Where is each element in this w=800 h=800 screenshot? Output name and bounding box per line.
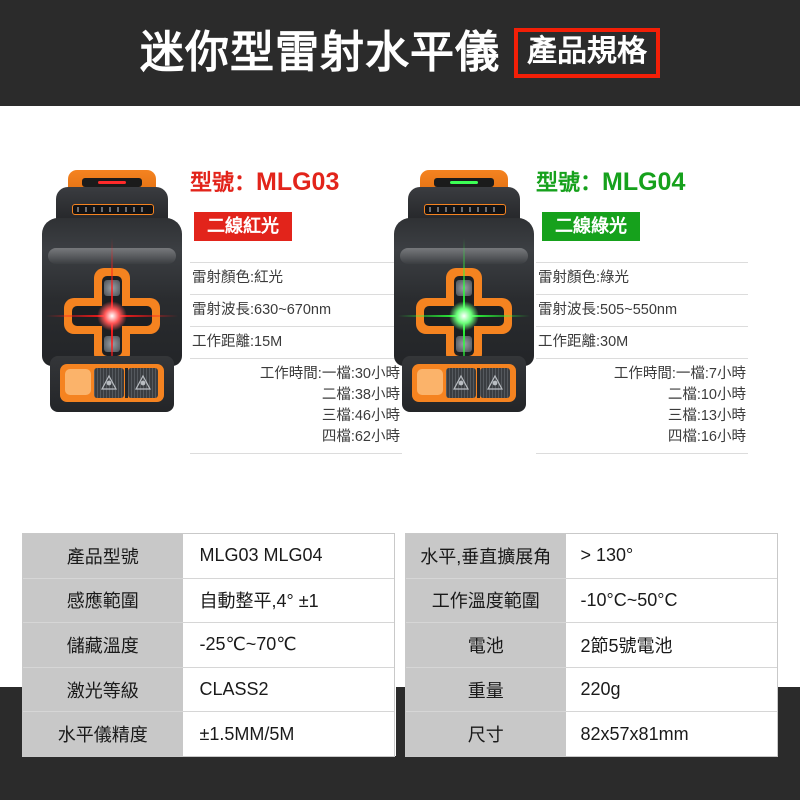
device-cross-aperture (46, 238, 178, 398)
worktime-line-1: 工作時間:一檔:30小時 (259, 366, 400, 383)
spec-table-left: 產品型號 MLG03 MLG04 感應範圍 自動整平,4° ±1 儲藏溫度 -2… (22, 533, 395, 757)
worktime-line-4: 四檔:62小時 (321, 429, 400, 446)
model-title-mlg04: 型號：MLG04 (536, 170, 685, 195)
row-label: 感應範圍 (23, 578, 184, 623)
row-value: -10°C~50°C (580, 589, 678, 610)
row-label: 產品型號 (23, 534, 184, 578)
page-title: 迷你型雷射水平儀 (140, 28, 500, 77)
model-name: MLG04 (602, 168, 686, 196)
device-indicator (417, 369, 443, 395)
device-indicator (65, 369, 91, 395)
device-cross-aperture (398, 238, 530, 398)
table-row: 工作溫度範圍 -10°C~50°C (406, 578, 777, 624)
device-switch-left[interactable] (94, 368, 124, 398)
row-value: CLASS2 (199, 679, 269, 700)
worktime-line-3: 三檔:13小時 (667, 408, 746, 425)
device-switch-left[interactable] (446, 368, 476, 398)
laser-type-badge-mlg04: 二線綠光 (542, 212, 640, 241)
row-value: > 130° (580, 545, 634, 566)
power-mode-icon (134, 374, 152, 390)
table-row: 電池 2節5號電池 (406, 623, 777, 668)
spec-list-mlg03: 雷射顏色:紅光 雷射波長:630~670nm 工作距離:15M 工作時間:一檔:… (190, 262, 402, 455)
row-value: 2節5號電池 (580, 635, 673, 656)
device-base (50, 356, 174, 412)
product-card-mlg04: 型號：MLG04 二線綠光 雷射顏色:綠光 雷射波長:505~550nm 工作距… (394, 148, 800, 478)
laser-mode-icon (100, 374, 118, 390)
row-value: 82x57x81mm (580, 723, 689, 744)
power-mode-icon (486, 374, 504, 390)
spec-laser-color: 雷射顏色:綠光 (536, 262, 748, 294)
device-handle-slot (82, 178, 142, 187)
product-showcase: 型號：MLG03 二線紅光 雷射顏色:紅光 雷射波長:630~670nm 工作距… (0, 148, 800, 478)
row-label: 水平儀精度 (23, 712, 184, 756)
specification-tables: 產品型號 MLG03 MLG04 感應範圍 自動整平,4° ±1 儲藏溫度 -2… (0, 533, 800, 757)
worktime-line-2: 二檔:38小時 (321, 387, 400, 404)
device-body (42, 218, 182, 398)
table-row: 產品型號 MLG03 MLG04 (23, 534, 394, 579)
table-row: 激光等級 CLASS2 (23, 667, 394, 713)
row-value: ±1.5MM/5M (199, 723, 295, 744)
spec-working-distance: 工作距離:15M (190, 326, 402, 358)
worktime-line-2: 二檔:10小時 (667, 387, 746, 404)
row-label: 工作溫度範圍 (406, 578, 567, 623)
device-vent (72, 204, 154, 215)
row-value: 自動整平,4° ±1 (199, 591, 319, 612)
device-body (394, 218, 534, 398)
row-value: 220g (580, 679, 621, 700)
spec-working-time: 工作時間:一檔:30小時 二檔:38小時 三檔:46小時 四檔:62小時 (190, 358, 402, 455)
spec-working-distance: 工作距離:30M (536, 326, 748, 358)
spec-badge: 產品規格 (514, 28, 660, 78)
model-label: 型號： (190, 170, 257, 195)
spec-wavelength: 雷射波長:505~550nm (536, 294, 748, 326)
row-label: 激光等級 (23, 667, 184, 712)
spec-list-mlg04: 雷射顏色:綠光 雷射波長:505~550nm 工作距離:30M 工作時間:一檔:… (536, 262, 748, 455)
laser-beam-core (449, 301, 479, 331)
table-row: 水平,垂直擴展角 > 130° (406, 534, 777, 579)
row-value: MLG03 MLG04 (199, 545, 323, 566)
row-label: 尺寸 (406, 712, 567, 756)
table-gap-notch (396, 687, 405, 756)
table-row: 水平儀精度 ±1.5MM/5M (23, 712, 394, 756)
spec-wavelength: 雷射波長:630~670nm (190, 294, 402, 326)
row-label: 儲藏溫度 (23, 623, 184, 667)
spec-working-time: 工作時間:一檔:7小時 二檔:10小時 三檔:13小時 四檔:16小時 (536, 358, 748, 455)
row-label: 電池 (406, 623, 567, 667)
product-card-mlg03: 型號：MLG03 二線紅光 雷射顏色:紅光 雷射波長:630~670nm 工作距… (0, 148, 402, 478)
table-row: 感應範圍 自動整平,4° ±1 (23, 578, 394, 624)
row-label: 水平,垂直擴展角 (406, 534, 567, 578)
device-base (402, 356, 526, 412)
device-base-pad (412, 364, 516, 402)
row-label: 重量 (406, 667, 567, 712)
worktime-line-1: 工作時間:一檔:7小時 (613, 366, 746, 383)
spec-laser-color: 雷射顏色:紅光 (190, 262, 402, 294)
table-row: 尺寸 82x57x81mm (406, 712, 777, 756)
device-image-mlg04 (388, 170, 540, 432)
row-value: -25℃~70℃ (199, 634, 297, 655)
laser-beam-core (97, 301, 127, 331)
device-switch-right[interactable] (128, 368, 158, 398)
model-title-mlg03: 型號：MLG03 (190, 170, 339, 195)
worktime-line-4: 四檔:16小時 (667, 429, 746, 446)
device-handle-slot (434, 178, 494, 187)
model-label: 型號： (536, 170, 603, 195)
worktime-line-3: 三檔:46小時 (321, 408, 400, 425)
laser-type-badge-mlg03: 二線紅光 (194, 212, 292, 241)
laser-mode-icon (452, 374, 470, 390)
device-image-mlg03 (36, 170, 188, 432)
header-band: 迷你型雷射水平儀 產品規格 (0, 0, 800, 106)
device-switch-right[interactable] (480, 368, 510, 398)
table-row: 重量 220g (406, 667, 777, 713)
table-row: 儲藏溫度 -25℃~70℃ (23, 623, 394, 668)
spec-table-right: 水平,垂直擴展角 > 130° 工作溫度範圍 -10°C~50°C 電池 2節5… (405, 533, 778, 757)
device-vent (424, 204, 506, 215)
model-name: MLG03 (256, 168, 340, 196)
device-base-pad (60, 364, 164, 402)
